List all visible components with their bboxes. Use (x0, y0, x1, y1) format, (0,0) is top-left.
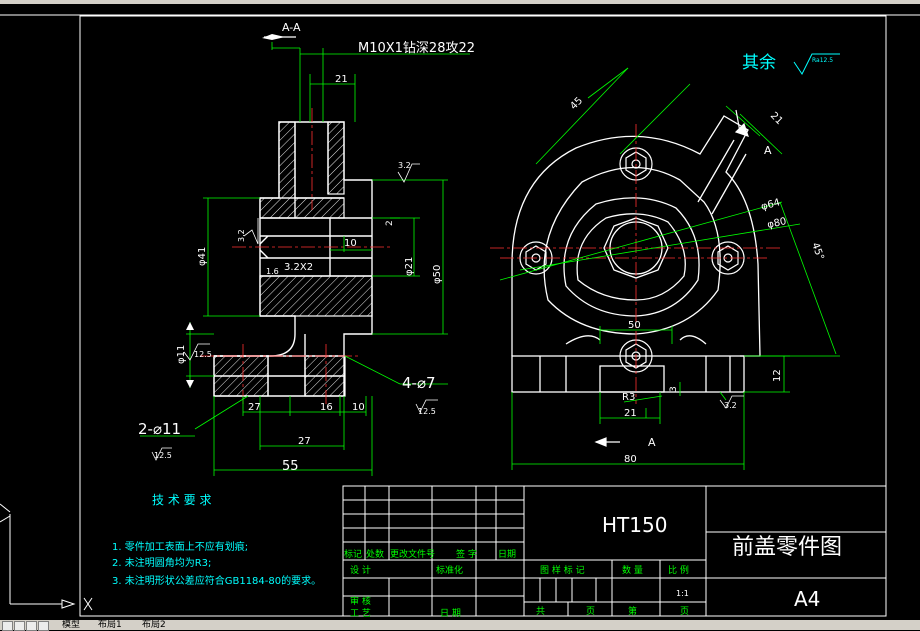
dim-front-angle: 45° (809, 241, 825, 261)
page2-label: 页 (680, 606, 689, 617)
dim-front-50: 50 (628, 320, 641, 331)
front-dimensions (499, 67, 840, 470)
tab-model[interactable]: 模型 (62, 620, 81, 630)
roughness-12-5-b: 12.5 (418, 407, 436, 416)
rev-header-count: 处数 (366, 548, 384, 560)
rev-header-doc: 更改文件号 (390, 548, 435, 560)
drawing-frame (79, 15, 887, 617)
roughness-note-symbol (793, 53, 840, 75)
roughness-12-5: 12.5 (194, 350, 212, 359)
tech-note-1: 1. 零件加工表面上不应有划痕; (112, 540, 248, 553)
scale-label: 比 例 (668, 564, 689, 576)
roughness-1-6: 1.6 (266, 267, 279, 276)
tech-title: 技 术 要 求 (152, 493, 211, 507)
dim-chamfer: 3.2X2 (284, 262, 313, 273)
roughness-front-3-2: 3.2 (724, 401, 737, 410)
callout-holes-7: 4-⌀7 (402, 374, 436, 392)
front-center-lines (490, 124, 780, 404)
dim-overall-55: 55 (282, 459, 299, 474)
sheet-size: A4 (794, 587, 820, 611)
roughness-3-2-top: 3.2 (398, 161, 411, 170)
date-label: 日 期 (440, 608, 461, 618)
section-dimensions (140, 42, 470, 476)
roughness-3-2-left: 3.2 (237, 229, 246, 242)
roughness-note: 其余 (742, 53, 776, 73)
roughness-12-5-c: 12.5 (154, 451, 172, 460)
total-label: 共 (536, 606, 545, 617)
section-roughness-symbols (151, 163, 438, 461)
dim-bottom-27b: 27 (298, 436, 311, 447)
front-section-arrows (594, 109, 749, 447)
section-view: A-A M10X1钻深28攻22 21 φ41 φ21 φ50 φ11 10 2… (138, 21, 475, 476)
dim-front-45: 45 (568, 95, 585, 112)
dim-front-80d: φ80 (766, 216, 787, 231)
thread-callout: M10X1钻深28攻22 (358, 41, 475, 56)
dim-small-2: 2 (385, 220, 395, 226)
dim-top-width: 21 (335, 74, 348, 85)
stage-mark-label: 图 样 标 记 (540, 564, 585, 576)
dim-bottom-10: 10 (352, 402, 365, 413)
rev-header-mark: 标记 (344, 548, 362, 560)
page1-label: 页 (586, 606, 595, 617)
dim-bottom-27a: 27 (248, 402, 261, 413)
cad-drawing-canvas[interactable]: A-A M10X1钻深28攻22 21 φ41 φ21 φ50 φ11 10 2… (0, 4, 920, 618)
dim-front-21: 21 (768, 110, 785, 127)
quantity-label: 数 量 (622, 564, 643, 576)
dim-front-r3: R3 (622, 392, 635, 403)
tab-layout2[interactable]: 布局2 (142, 620, 166, 630)
scale-value: 1:1 (676, 589, 689, 598)
roughness-note-value: Ra12.5 (812, 57, 833, 64)
title-block (342, 485, 887, 617)
layout-tab-bar: 模型 布局1 布局2 (0, 620, 920, 631)
title-bar-strip (0, 0, 920, 4)
dim-height-41: φ41 (197, 247, 208, 266)
callout-holes-11: 2-⌀11 (138, 420, 181, 438)
dim-front-64: φ64 (760, 197, 782, 213)
material-label: HT150 (602, 513, 667, 537)
view-a-bottom-label: A (648, 436, 656, 449)
process-label: 工 艺 (350, 608, 371, 618)
dim-depth-10: 10 (344, 238, 357, 249)
dim-front-21b: 21 (624, 408, 637, 419)
dim-front-12: 12 (772, 369, 783, 382)
standardize-label: 标准化 (436, 564, 463, 576)
rev-header-sign: 签 字 (456, 548, 477, 560)
section-center-lines (200, 108, 390, 404)
section-label: A-A (282, 21, 301, 34)
part-name: 前盖零件图 (732, 535, 842, 560)
dim-hole-11: φ11 (176, 345, 187, 364)
tech-note-3: 3. 未注明形状公差应符合GB1184-80的要求。 (112, 574, 321, 587)
dim-bottom-16: 16 (320, 402, 333, 413)
section-hatch (213, 121, 373, 397)
design-label: 设 计 (350, 564, 371, 576)
nth-label: 第 (628, 605, 637, 617)
dim-bore-50: φ50 (432, 265, 443, 284)
tech-note-2: 2. 未注明圆角均为R3; (112, 556, 211, 569)
front-view: A A 45 21 φ64 φ80 45° 50 12 3 R3 21 80 3… (490, 67, 840, 470)
front-roughness (719, 395, 744, 409)
dim-front-3: 3 (669, 386, 679, 392)
title-block-text: HT150 前盖零件图 A4 标记 处数 更改文件号 签 字 日期 设 计 标准… (344, 513, 842, 618)
tab-layout1[interactable]: 布局1 (98, 620, 122, 630)
rev-header-date: 日期 (498, 549, 516, 560)
dim-bore-21: φ21 (404, 257, 415, 276)
dim-front-80: 80 (624, 454, 637, 465)
view-a-top-label: A (764, 144, 772, 157)
review-label: 审 核 (350, 595, 371, 607)
ucs-icon (0, 503, 93, 611)
